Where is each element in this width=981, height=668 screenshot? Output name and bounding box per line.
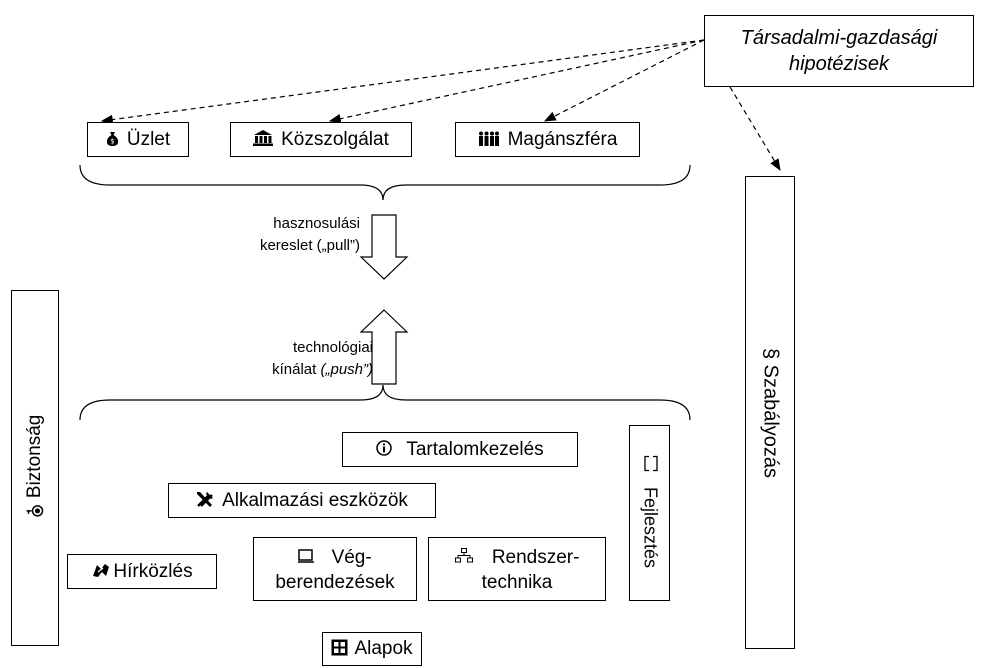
fejlesztes-text: Fejlesztés [639, 455, 660, 569]
biztonsag-box: Biztonság [11, 290, 59, 646]
vegberendezesek-line1-row: Vég- [254, 545, 416, 570]
szabalyozas-text: § Szabályozás [759, 347, 782, 477]
arrow-to-maganszfera [543, 39, 705, 122]
upper-brace [79, 164, 691, 201]
pull-line1: hasznosulási [273, 215, 360, 232]
monitor-icon [298, 549, 315, 566]
bracket-icon [643, 455, 658, 474]
hirkozles-box: Hírközlés [67, 554, 217, 589]
rendszertechnika-line1: Rendszer- [491, 547, 580, 568]
hypothesis-box: Társadalmi-gazdasági hipotézisek [704, 15, 974, 87]
kozszolgalat-label: Közszolgálat [281, 128, 389, 150]
tartalomkezeles-box: Tartalomkezelés [342, 432, 578, 467]
alapok-box: Alapok [322, 632, 422, 666]
hypothesis-line1: Társadalmi-gazdasági [740, 27, 938, 49]
arrow-to-szabalyozas [729, 86, 781, 172]
szabalyozas-label: Szabályozás [759, 364, 782, 478]
pull-line2: kereslet („pull”) [259, 237, 360, 254]
alkalmazasi-eszkozok-label: Alkalmazási eszközök [222, 489, 408, 511]
alapok-label: Alapok [354, 638, 413, 659]
tartalomkezeles-label: Tartalomkezelés [406, 438, 544, 460]
push-line2-italic: („push”) [320, 361, 373, 378]
arrow-to-uzlet [100, 39, 705, 125]
biztonsag-label: Biztonság [24, 414, 45, 499]
paragraph-icon: § [759, 347, 782, 359]
svg-text:$: $ [110, 137, 114, 145]
alkalmazasi-eszkozok-box: Alkalmazási eszközök [168, 483, 436, 518]
push-line1: technológiai [292, 339, 373, 356]
vegberendezesek-box: Vég- berendezések [253, 537, 417, 601]
pull-arrow [359, 214, 409, 280]
maganszfera-box: Magánszféra [455, 122, 640, 157]
maganszfera-label: Magánszféra [507, 128, 618, 150]
biztonsag-text: Biztonság [24, 415, 46, 522]
rendszertechnika-line1-row: Rendszer- [429, 545, 605, 570]
arrow-to-kozszolgalat [328, 39, 705, 124]
rendszertechnika-box: Rendszer- technika [428, 537, 606, 601]
info-icon [376, 440, 393, 459]
hirkozles-label: Hírközlés [113, 560, 193, 582]
signal-icon [91, 563, 111, 581]
money-bag-icon: $ [106, 131, 119, 149]
kozszolgalat-box: Közszolgálat [230, 122, 412, 157]
push-line2: kínálat („push”) [230, 359, 373, 381]
hypothesis-line2: hipotézisek [788, 53, 890, 75]
vegberendezesek-line1: Vég- [331, 547, 372, 568]
szabalyozas-box: § Szabályozás [745, 176, 795, 649]
building-blocks-icon [331, 639, 348, 659]
fejlesztes-label: Fejlesztés [640, 486, 660, 569]
vegberendezesek-line2: berendezések [275, 572, 395, 593]
lower-brace [79, 384, 691, 421]
pull-label: hasznosulási kereslet („pull”) [220, 213, 360, 257]
push-arrow [359, 309, 409, 385]
fejlesztes-box: Fejlesztés [629, 425, 670, 601]
public-building-icon [253, 130, 274, 149]
push-line2-plain: kínálat [272, 361, 321, 378]
people-icon [478, 131, 500, 149]
rendszertechnika-line2: technika [481, 572, 553, 593]
uzlet-label: Üzlet [126, 128, 171, 150]
tools-icon [196, 491, 214, 510]
push-label: technológiai kínálat („push”) [230, 337, 373, 381]
network-icon [454, 548, 473, 566]
uzlet-box: $ Üzlet [87, 122, 189, 157]
lock-icon [26, 504, 44, 521]
